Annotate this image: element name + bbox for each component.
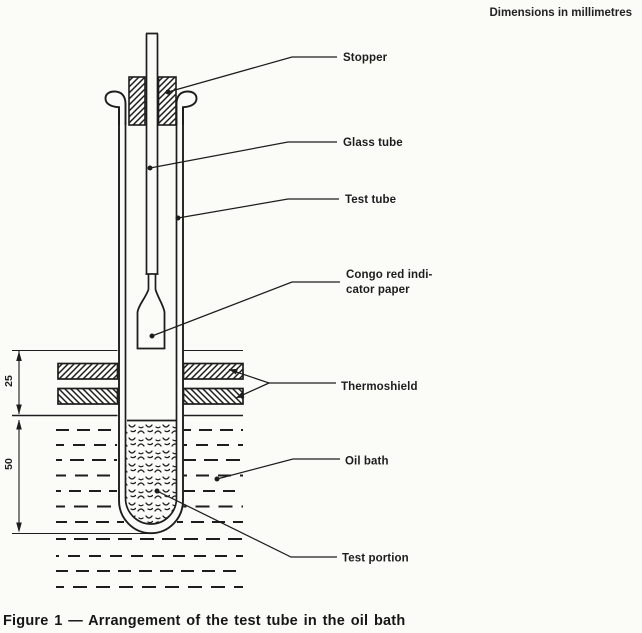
test-tube-outer-wall (118, 107, 184, 535)
label-oil-bath: Oil bath (345, 456, 389, 468)
label-glass-tube: Glass tube (343, 137, 403, 149)
thermoshield-bars (57, 362, 244, 405)
glass-tube-body (145, 32, 159, 274)
test-tube-inner-wall (124, 122, 178, 525)
test-portion-stipple (125, 421, 177, 524)
leader-congo-red (149, 281, 340, 339)
leader-test-tube (175, 198, 339, 221)
label-congo-red-line2: cator paper (346, 284, 410, 296)
label-thermoshield: Thermoshield (341, 381, 418, 393)
stopper-blocks (128, 76, 177, 126)
test-portion-fill (125, 419, 177, 524)
figure-caption: Figure 1 — Arrangement of the test tube … (3, 613, 405, 629)
thermoshield-bottom-bar-left (57, 387, 119, 405)
leader-test-portion (154, 488, 337, 558)
dimension-50-label: 50 (3, 458, 15, 470)
dimensions-note: Dimensions in millimetres (489, 7, 632, 19)
label-test-tube: Test tube (345, 194, 396, 206)
test-tube-rim-right (175, 90, 198, 125)
test-tube-rim-left (104, 90, 127, 125)
glass-tube-neck (147, 274, 157, 290)
arrowhead (16, 351, 22, 361)
arrowhead (16, 404, 22, 415)
label-stopper: Stopper (343, 52, 388, 64)
dimension-25-label: 25 (3, 375, 15, 387)
thermoshield-top-bar-left (57, 362, 119, 380)
dimension-group (12, 349, 243, 535)
leader-glass-tube (147, 141, 337, 171)
glass-tube (136, 32, 166, 350)
stopper-right-half (157, 76, 177, 126)
arrowhead (16, 522, 22, 533)
indicator-paper-bulb (136, 289, 166, 350)
leader-oil-bath (214, 458, 340, 482)
leader-thermoshield (228, 368, 336, 399)
callout-leaders (147, 56, 340, 558)
leader-stopper (165, 56, 337, 95)
label-test-portion: Test portion (342, 553, 409, 565)
label-congo-red-line1: Congo red indi- (346, 269, 433, 281)
oil-bath-lines (12, 414, 243, 589)
test-tube (104, 90, 198, 535)
arrowhead (16, 419, 22, 430)
stopper-left-half (128, 76, 146, 126)
thermoshield-bottom-bar-right (182, 387, 244, 405)
